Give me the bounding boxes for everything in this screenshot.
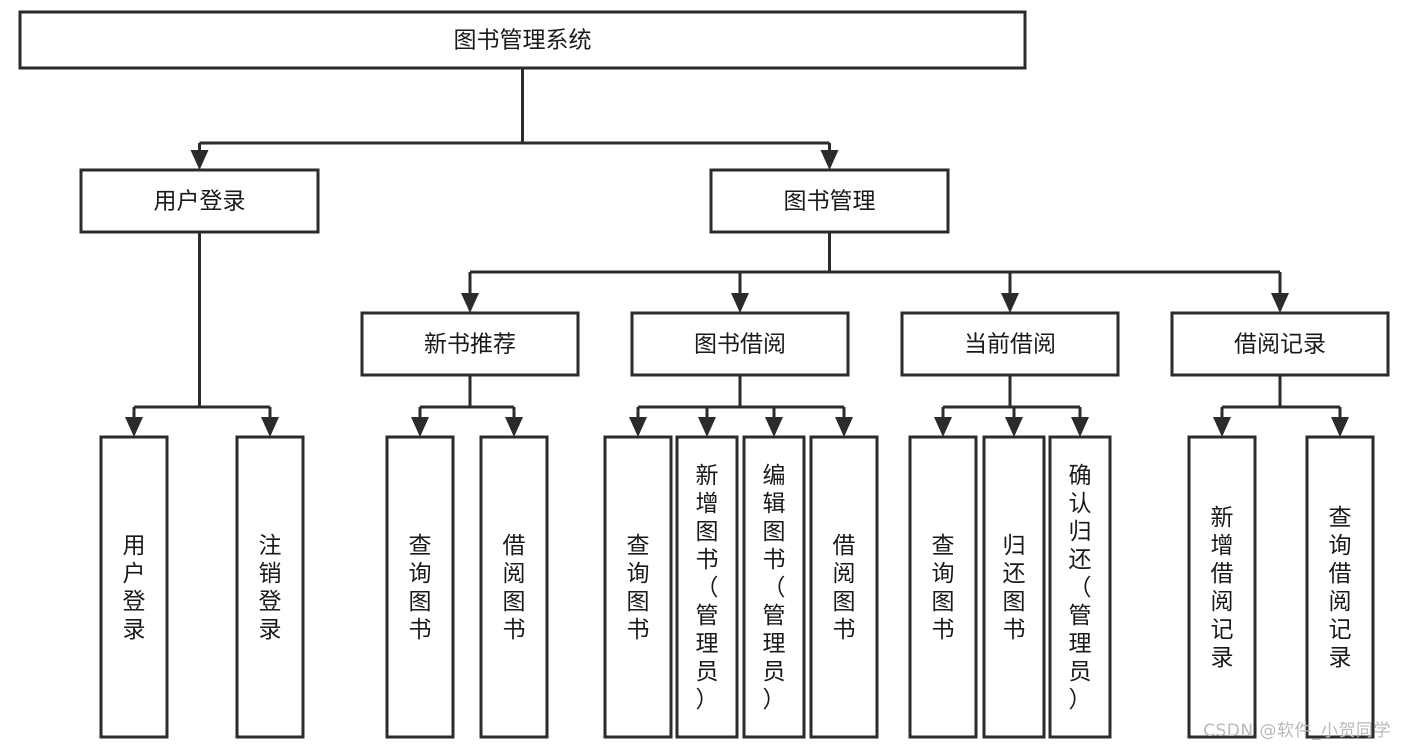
node-level3-1-label: 图书借阅: [694, 332, 786, 358]
node-level3-0-box[interactable]: [360, 311, 580, 377]
node-leaf-8[interactable]: 查询图书: [908, 435, 978, 739]
node-leaf-10[interactable]: 确认归还（管理员）: [1048, 435, 1112, 739]
node-leaf-12[interactable]: 查询借阅记录: [1305, 435, 1375, 739]
node-level2-0-label: 用户登录: [154, 189, 246, 215]
node-leaf-0-box[interactable]: [99, 435, 169, 739]
node-leaf-1-box[interactable]: [235, 435, 305, 739]
node-leaf-0[interactable]: 用户登录: [99, 435, 169, 739]
node-leaf-10-box[interactable]: [1048, 435, 1112, 739]
node-leaf-2-box[interactable]: [385, 435, 455, 739]
node-level3-0-label: 新书推荐: [424, 332, 516, 358]
node-level3-3-label: 借阅记录: [1234, 332, 1326, 358]
node-level3-1[interactable]: 图书借阅: [630, 311, 850, 377]
node-level3-2[interactable]: 当前借阅: [900, 311, 1120, 377]
node-leaf-11-label: 新增借阅记录: [1211, 505, 1234, 671]
node-level3-3-box[interactable]: [1170, 311, 1390, 377]
node-leaf-9-label: 归还图书: [1003, 533, 1026, 643]
node-level3-3[interactable]: 借阅记录: [1170, 311, 1390, 377]
node-leaf-6-label: 编辑图书（管理员）: [763, 463, 786, 713]
node-level2-1[interactable]: 图书管理: [709, 168, 950, 234]
node-level2-1-label: 图书管理: [784, 189, 876, 215]
node-leaf-11-box[interactable]: [1187, 435, 1257, 739]
node-level2-0-box[interactable]: [79, 168, 320, 234]
node-leaf-7-box[interactable]: [809, 435, 879, 739]
node-level2-0[interactable]: 用户登录: [79, 168, 320, 234]
node-leaf-5[interactable]: 新增图书（管理员）: [675, 435, 739, 739]
node-leaf-4-label: 查询图书: [627, 533, 650, 643]
node-leaf-2-label: 查询图书: [409, 533, 432, 643]
node-leaf-4-box[interactable]: [603, 435, 673, 739]
node-leaf-8-box[interactable]: [908, 435, 978, 739]
node-leaf-0-label: 用户登录: [123, 533, 146, 643]
node-leaf-3-box[interactable]: [479, 435, 549, 739]
node-leaf-8-label: 查询图书: [932, 533, 955, 643]
node-layer: 图书管理系统用户登录图书管理新书推荐图书借阅当前借阅借阅记录用户登录注销登录查询…: [18, 10, 1390, 739]
node-leaf-9-box[interactable]: [982, 435, 1046, 739]
node-leaf-10-label: 确认归还（管理员）: [1069, 463, 1092, 713]
node-leaf-9[interactable]: 归还图书: [982, 435, 1046, 739]
node-leaf-2[interactable]: 查询图书: [385, 435, 455, 739]
node-leaf-4[interactable]: 查询图书: [603, 435, 673, 739]
node-level3-2-label: 当前借阅: [964, 332, 1056, 358]
node-leaf-12-box[interactable]: [1305, 435, 1375, 739]
node-root-box[interactable]: [18, 10, 1027, 70]
connector-layer: [125, 68, 1349, 437]
node-root[interactable]: 图书管理系统: [18, 10, 1027, 70]
node-leaf-6[interactable]: 编辑图书（管理员）: [742, 435, 806, 739]
node-leaf-3-label: 借阅图书: [503, 533, 526, 643]
node-leaf-3[interactable]: 借阅图书: [479, 435, 549, 739]
node-leaf-5-box[interactable]: [675, 435, 739, 739]
node-leaf-5-label: 新增图书（管理员）: [696, 463, 719, 713]
node-leaf-1-label: 注销登录: [259, 533, 282, 643]
node-leaf-1[interactable]: 注销登录: [235, 435, 305, 739]
node-leaf-7-label: 借阅图书: [833, 533, 856, 643]
node-root-label: 图书管理系统: [454, 28, 592, 54]
node-level3-1-box[interactable]: [630, 311, 850, 377]
node-level3-0[interactable]: 新书推荐: [360, 311, 580, 377]
node-level2-1-box[interactable]: [709, 168, 950, 234]
node-leaf-7[interactable]: 借阅图书: [809, 435, 879, 739]
node-leaf-12-label: 查询借阅记录: [1329, 505, 1352, 671]
node-leaf-6-box[interactable]: [742, 435, 806, 739]
watermark-text: CSDN @软件_小贺同学: [1203, 721, 1391, 741]
node-level3-2-box[interactable]: [900, 311, 1120, 377]
node-leaf-11[interactable]: 新增借阅记录: [1187, 435, 1257, 739]
